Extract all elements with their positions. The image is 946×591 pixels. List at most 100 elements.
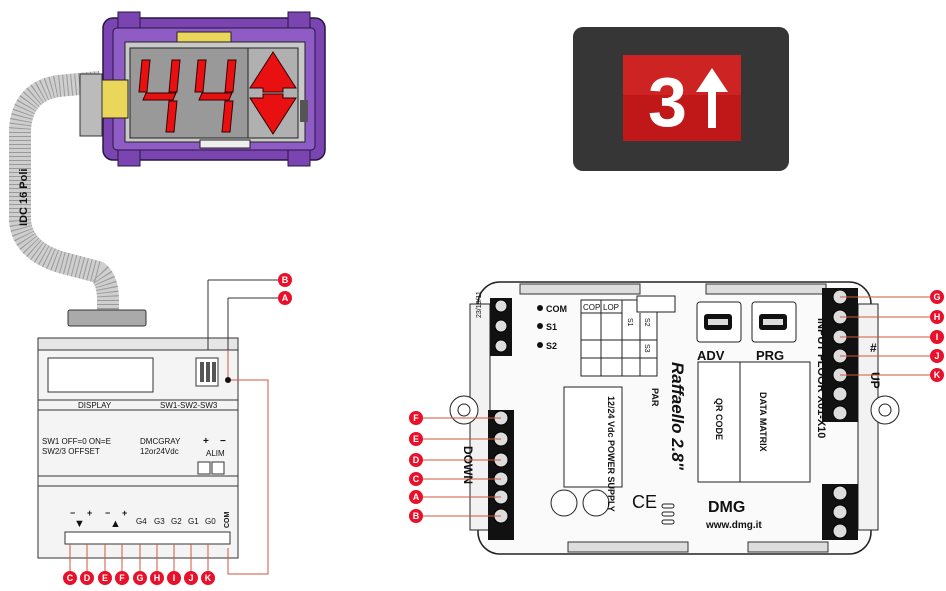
s2-label: S2: [546, 341, 557, 351]
lop-label: LOP: [603, 303, 619, 312]
badge-c: C: [63, 571, 77, 585]
badge-letter: H: [934, 312, 941, 322]
model-text: DMCGRAY: [140, 437, 181, 446]
ribbon-cable: [8, 71, 147, 327]
data-matrix-label: DATA MATRIX: [758, 392, 768, 452]
g-label: G4: [136, 517, 147, 526]
badge-c: C: [409, 472, 423, 486]
badge-letter: E: [102, 573, 108, 583]
terminal-block-left-top: [490, 298, 512, 356]
input-floor-label: INPUT FLOOR X01-X10: [815, 318, 827, 438]
side-code: 23/10/11: [476, 291, 483, 318]
up-plus: +: [122, 508, 127, 518]
badge-k: K: [930, 368, 944, 382]
g-label: G2: [171, 517, 182, 526]
adv-label: ADV: [697, 348, 725, 363]
badge-i: I: [930, 330, 944, 344]
badge-letter: I: [173, 573, 176, 583]
hash-label: #: [870, 341, 877, 355]
badge-letter: C: [67, 573, 74, 583]
badge-k: K: [201, 571, 215, 585]
badge-j: J: [930, 349, 944, 363]
badge-a: A: [409, 490, 423, 504]
sw1-text: SW1 OFF=0 ON=E: [42, 437, 111, 446]
badge-g: G: [133, 571, 147, 585]
up-minus: −: [105, 508, 110, 518]
badge-letter: A: [413, 492, 420, 502]
s-col: S3: [643, 344, 650, 353]
badge-d: D: [409, 453, 423, 467]
down-plus: +: [87, 508, 92, 518]
down-minus: −: [70, 508, 75, 518]
badge-i: I: [167, 571, 181, 585]
dip-switch[interactable]: [200, 362, 216, 382]
brand-logo: DMG: [708, 499, 745, 516]
badge-e: E: [98, 571, 112, 585]
cop-label: COP: [583, 303, 600, 312]
din-module: [37, 337, 239, 559]
badge-letter: H: [154, 573, 161, 583]
cable-label: IDC 16 Poli: [18, 169, 30, 226]
prg-label: PRG: [756, 348, 784, 363]
model-name: Raffaello 2.8": [668, 362, 687, 471]
s-col: S1: [626, 318, 633, 327]
down-arrow-icon: ▼: [74, 518, 85, 530]
prg-button[interactable]: [751, 301, 797, 343]
capacitors: [550, 489, 610, 517]
alim-minus: −: [220, 436, 226, 447]
terminal-block-right-bottom: [822, 484, 858, 540]
badge-letter: J: [188, 573, 193, 583]
cop-lop-table: [580, 299, 658, 377]
terminal-screw: [832, 405, 848, 421]
badge-letter: F: [413, 413, 419, 423]
display-label: DISPLAY: [78, 401, 112, 410]
g-label: G1: [188, 517, 199, 526]
badge-b: B: [278, 273, 292, 287]
segment-digit-1: [138, 59, 181, 133]
badge-letter: B: [413, 511, 420, 521]
power-text: 12or24Vdc: [140, 447, 179, 456]
badge-g: G: [930, 290, 944, 304]
com-label: COM: [224, 512, 231, 529]
alim-label: ALIM: [206, 449, 225, 458]
badge-letter: F: [119, 573, 125, 583]
floor-number: 3: [648, 63, 687, 141]
badge-letter: A: [282, 293, 289, 303]
terminal-screw: [832, 386, 848, 402]
wires-left: [207, 279, 278, 575]
terminal-row: [64, 531, 231, 545]
wires-right: [423, 296, 930, 517]
badge-b: B: [409, 509, 423, 523]
up-arrow-icon: [696, 68, 728, 128]
switch-label: SW1-SW2-SW3: [160, 401, 218, 410]
badge-letter: E: [413, 434, 419, 444]
up-arrow-icon: ▲: [110, 518, 121, 530]
segment-digit-2: [194, 59, 237, 133]
raffaello-board: [449, 281, 900, 555]
badge-d: D: [80, 571, 94, 585]
top-badges: BA: [278, 273, 292, 305]
badge-letter: K: [205, 573, 212, 583]
badge-h: H: [150, 571, 164, 585]
alim-plus: +: [203, 436, 209, 447]
badge-e: E: [409, 432, 423, 446]
adv-button[interactable]: [696, 301, 742, 343]
badge-letter: B: [282, 275, 289, 285]
sw23-text: SW2/3 OFFSET: [42, 447, 100, 456]
up-label: UP: [868, 372, 882, 389]
ce-mark: CE: [632, 492, 657, 512]
badge-h: H: [930, 310, 944, 324]
g-labels: G4 G3 G2 G1 G0: [136, 517, 216, 526]
power-supply-label: 12/24 Vdc POWER SUPPLY: [606, 396, 616, 512]
badge-letter: C: [413, 474, 420, 484]
s1-label: S1: [546, 322, 557, 332]
badge-letter: I: [936, 332, 939, 342]
badge-j: J: [184, 571, 198, 585]
site-label: www.dmg.it: [705, 520, 762, 531]
direction-arrows-icon: [247, 47, 299, 139]
badge-f: F: [115, 571, 129, 585]
